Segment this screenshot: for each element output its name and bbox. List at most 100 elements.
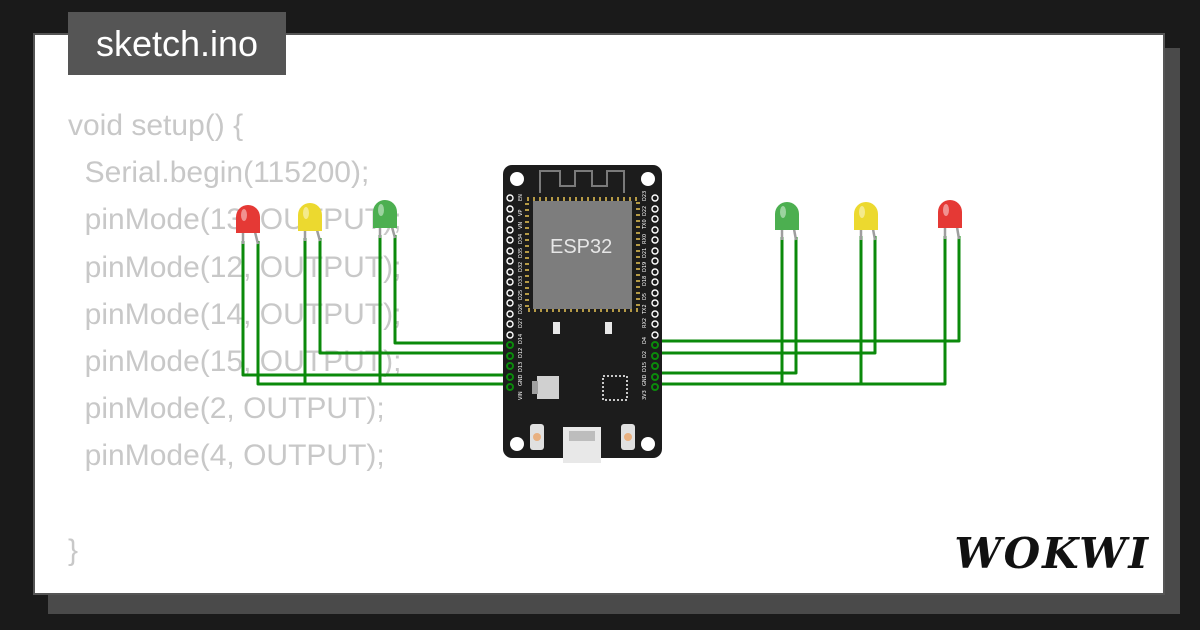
pin-hole	[506, 205, 514, 213]
pin-label: VIN	[518, 391, 524, 400]
pin-hole	[651, 215, 659, 223]
pin-label: EN	[518, 194, 524, 201]
code-line: pinMode(13, OUTPUT);	[68, 203, 402, 237]
code-line: pinMode(2, OUTPUT);	[68, 392, 385, 426]
reset-button-led	[624, 433, 632, 441]
mount-hole	[510, 437, 524, 451]
led-leg	[871, 228, 877, 241]
pin-hole	[651, 341, 659, 349]
code-line: pinMode(12, OUTPUT);	[68, 250, 402, 284]
wire	[655, 236, 863, 386]
mount-hole	[510, 172, 524, 186]
module-label: ESP32	[550, 236, 612, 258]
wire	[655, 236, 877, 355]
left-pin-labels: EN VP VN D34 D35 D32 D33 D25 D26 D27 D14…	[518, 194, 524, 400]
pin-hole	[506, 257, 514, 265]
led-body	[938, 200, 962, 228]
pin-hole	[651, 310, 659, 318]
smd-pad	[605, 322, 612, 334]
esp32-module	[533, 201, 632, 309]
pin-hole	[651, 352, 659, 360]
esp32-board[interactable]: ESP32	[503, 165, 662, 463]
pin-label: D4	[642, 337, 648, 344]
code-line: }	[68, 533, 79, 567]
pin-hole	[651, 373, 659, 381]
pin-label: D12	[518, 348, 524, 358]
pin-hole	[651, 194, 659, 202]
pin-label: D14	[518, 334, 524, 344]
pin-hole	[651, 362, 659, 370]
led-highlight	[303, 207, 309, 219]
led-highlight	[241, 209, 247, 221]
led-body	[373, 200, 397, 228]
usb-port-inner	[569, 431, 595, 441]
led-highlight	[859, 206, 865, 218]
pin-hole	[506, 226, 514, 234]
wire	[318, 238, 510, 355]
pin-hole	[506, 299, 514, 307]
code-line: pinMode(15, OUTPUT);	[68, 344, 402, 378]
usb-chip	[602, 375, 628, 401]
pin-label: VP	[518, 210, 524, 216]
pin-hole	[651, 299, 659, 307]
regulator-chip	[537, 376, 559, 399]
pin-hole	[651, 383, 659, 391]
led-body	[298, 203, 322, 231]
pin-label: D15	[642, 362, 648, 372]
led-leg	[315, 229, 322, 242]
pin-label: D19	[642, 262, 648, 272]
pin-hole	[506, 362, 514, 370]
pin-label: D33	[518, 276, 524, 286]
led-leg	[390, 226, 397, 239]
wire	[655, 236, 961, 343]
pin-hole	[651, 236, 659, 244]
wifi-antenna-trace	[539, 170, 625, 193]
boot-button-led	[533, 433, 541, 441]
pin-label: VN	[518, 222, 524, 229]
led-yellow-right[interactable]	[854, 202, 878, 241]
pin-hole	[651, 226, 659, 234]
pin-label: RX0	[642, 234, 648, 244]
pin-hole	[506, 320, 514, 328]
pin-label: D5	[642, 293, 648, 300]
wire	[393, 235, 510, 345]
led-body	[236, 205, 260, 233]
right-pin-header	[651, 194, 659, 391]
filename-tab[interactable]: sketch.ino	[68, 12, 286, 75]
led-leg	[955, 226, 961, 240]
wire	[256, 241, 510, 386]
led-leg	[792, 228, 798, 241]
pin-label: D32	[518, 262, 524, 272]
pin-label: GND	[642, 374, 648, 386]
pin-label: TX2	[642, 304, 648, 315]
led-red-right[interactable]	[938, 200, 962, 240]
wires	[241, 235, 961, 386]
pin-label: D21	[642, 248, 648, 258]
pin-label: D22	[642, 206, 648, 216]
pin-label: D18	[642, 276, 648, 286]
pin-label: D27	[518, 318, 524, 328]
pin-label: D35	[518, 248, 524, 258]
esp32-module-pins	[525, 197, 640, 312]
pin-hole	[506, 352, 514, 360]
code-editor: void setup() { Serial.begin(115200); pin…	[68, 102, 401, 574]
mount-hole	[641, 172, 655, 186]
code-line: pinMode(14, OUTPUT);	[68, 297, 402, 331]
led-green-right[interactable]	[775, 202, 799, 241]
led-yellow-left[interactable]	[298, 203, 322, 242]
mount-hole	[641, 437, 655, 451]
right-pin-labels: D23 D22 TX0 RX0 D21 D19 D18 D5 TX2 RX2 D…	[642, 191, 648, 400]
led-red-left[interactable]	[236, 205, 260, 245]
pin-label: RX2	[642, 318, 648, 328]
pin-hole	[651, 278, 659, 286]
code-line: Serial.begin(115200);	[68, 156, 370, 190]
pin-label: D34	[518, 234, 524, 244]
led-green-left[interactable]	[373, 200, 397, 239]
pin-hole	[651, 289, 659, 297]
pin-hole	[506, 215, 514, 223]
led-highlight	[780, 206, 786, 218]
pin-hole	[651, 247, 659, 255]
led-leg	[253, 231, 260, 245]
pin-hole	[506, 247, 514, 255]
